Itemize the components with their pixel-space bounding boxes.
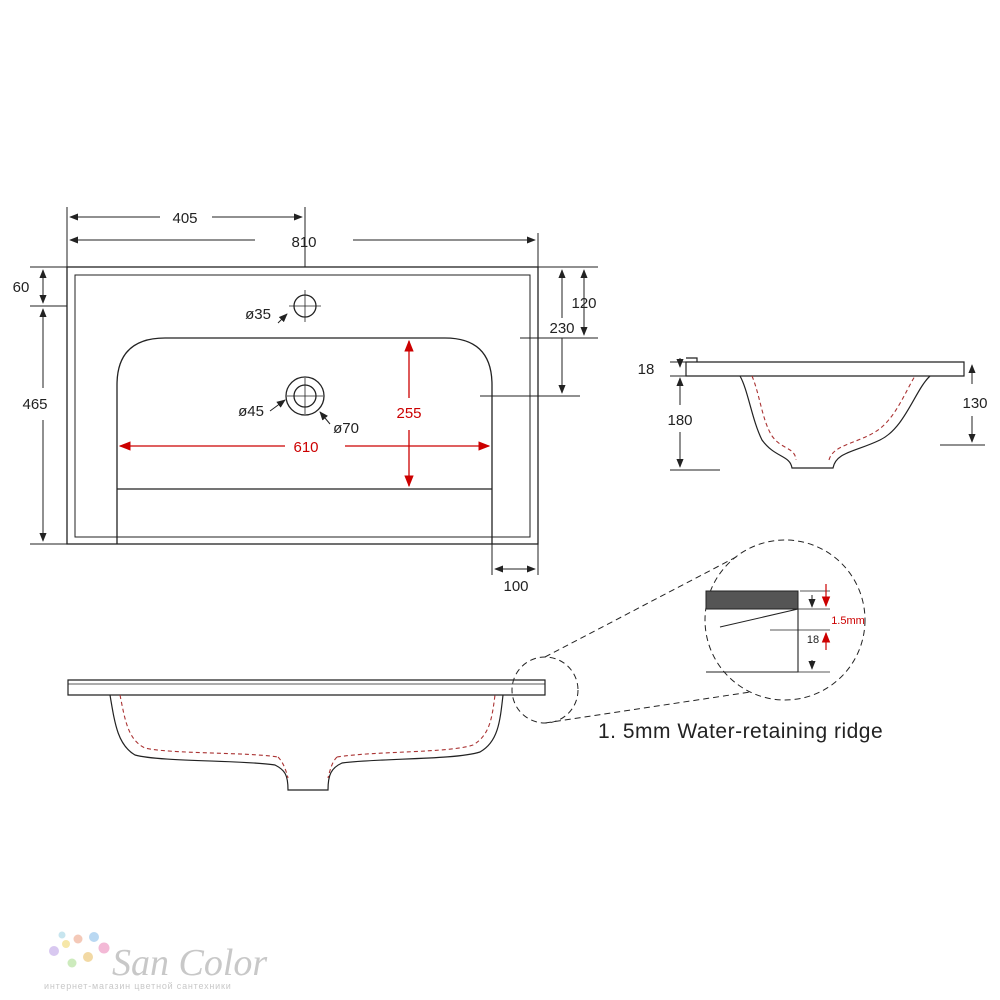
dim-bowl-depth: 255 — [396, 405, 421, 422]
dim-130: 130 — [962, 395, 987, 412]
dim-60: 60 — [13, 279, 30, 296]
side-dimension-lines — [670, 358, 985, 471]
dim-230: 230 — [549, 320, 574, 337]
dim-180: 180 — [667, 412, 692, 429]
detail-circle — [704, 539, 866, 701]
detail-view — [511, 539, 866, 724]
dim-drain-outer: ø70 — [333, 420, 359, 437]
front-bowl — [109, 694, 504, 791]
dim-ridge: 1.5mm — [831, 615, 865, 627]
front-bowl-dashed — [119, 694, 496, 758]
front-view — [67, 679, 546, 791]
bowl-dimension-lines — [118, 339, 491, 488]
top-view — [66, 266, 539, 545]
watermark-logo: San Color интернет-магазин цветной санте… — [44, 931, 267, 991]
detail-rim-section — [705, 590, 799, 610]
basin-outline — [66, 266, 539, 545]
top-dimension-lines — [30, 207, 598, 575]
dim-bowl-width: 610 — [293, 439, 318, 456]
brand-name: San Color — [112, 942, 267, 984]
dim-465: 465 — [22, 396, 47, 413]
dim-120: 120 — [571, 295, 596, 312]
front-rim — [67, 679, 546, 696]
dim-drain-inner: ø45 — [238, 403, 264, 420]
side-bowl-dashed — [751, 375, 916, 461]
dim-810: 810 — [291, 234, 316, 251]
bowl-outline — [116, 337, 493, 544]
dim-tap-hole: ø35 — [245, 306, 271, 323]
caption: 1. 5mm Water-retaining ridge — [598, 720, 883, 743]
dim-rim-18: 18 — [638, 361, 655, 378]
dim-100: 100 — [503, 578, 528, 595]
basin-inner-rim — [74, 274, 531, 538]
side-view — [685, 357, 965, 469]
drain-outer — [285, 376, 325, 416]
dim-detail-18: 18 — [807, 634, 819, 646]
color-dots-icon — [49, 931, 110, 968]
dim-405: 405 — [172, 210, 197, 227]
side-bowl — [739, 375, 931, 469]
side-rim — [685, 361, 965, 377]
brand-tagline: интернет-магазин цветной сантехники — [44, 981, 232, 991]
